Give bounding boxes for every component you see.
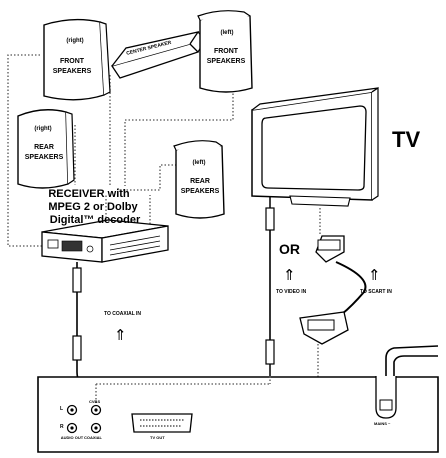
front-right-label-line1: FRONT xyxy=(59,58,85,65)
to-coaxial-in-label: TO COAXIAL IN xyxy=(104,311,142,317)
to-video-in-label: TO VIDEO IN xyxy=(276,289,307,295)
player-back-panel xyxy=(37,345,439,453)
rear-left-label-line2: SPEAKERS xyxy=(180,188,220,195)
scart-cable xyxy=(194,208,367,425)
scart-up-arrow-icon: ⇑ xyxy=(368,266,381,284)
coaxial-cable xyxy=(72,262,86,391)
front-left-speaker xyxy=(197,10,253,93)
cvbs-label: CVBS xyxy=(89,399,101,404)
video-up-arrow-icon: ⇑ xyxy=(283,266,296,284)
video-cable xyxy=(265,196,275,376)
tv-out-label: TV OUT xyxy=(150,435,165,440)
rear-right-speaker xyxy=(17,109,75,189)
front-left-label-line1: FRONT xyxy=(213,48,239,55)
front-left-label-line2: SPEAKERS xyxy=(206,58,246,65)
front-right-label-line2: SPEAKERS xyxy=(52,68,92,75)
to-scart-in-label: TO SCART IN xyxy=(360,289,392,295)
rear-left-label-line1: REAR xyxy=(190,178,210,185)
tv-set xyxy=(251,86,379,207)
audio-r-label: R xyxy=(60,424,64,430)
rear-left-side-label: (left) xyxy=(192,160,206,166)
coaxial-port-label: COAXIAL xyxy=(84,435,102,440)
or-label: OR xyxy=(279,241,300,257)
rear-right-label-line1: REAR xyxy=(34,144,54,151)
audio-out-label: AUDIO OUT xyxy=(60,435,84,440)
front-right-side-label: (right) xyxy=(66,38,84,44)
audio-l-label: L xyxy=(60,406,64,412)
coaxial-up-arrow-icon: ⇑ xyxy=(114,326,127,344)
rear-right-side-label: (right) xyxy=(34,126,52,132)
rear-right-label-line2: SPEAKERS xyxy=(24,154,64,161)
receiver-label-line2: MPEG 2 or Dolby xyxy=(48,201,138,213)
receiver-label-line1: RECEIVER with xyxy=(48,188,130,200)
receiver-unit xyxy=(41,219,169,263)
tv-label: TV xyxy=(392,127,421,152)
front-right-speaker xyxy=(43,18,111,101)
front-left-side-label: (left) xyxy=(220,30,234,36)
rear-left-speaker xyxy=(173,140,225,219)
mains-label: MAINS ~ xyxy=(374,421,391,426)
receiver-label-line3: Digital™ decoder xyxy=(49,214,141,226)
